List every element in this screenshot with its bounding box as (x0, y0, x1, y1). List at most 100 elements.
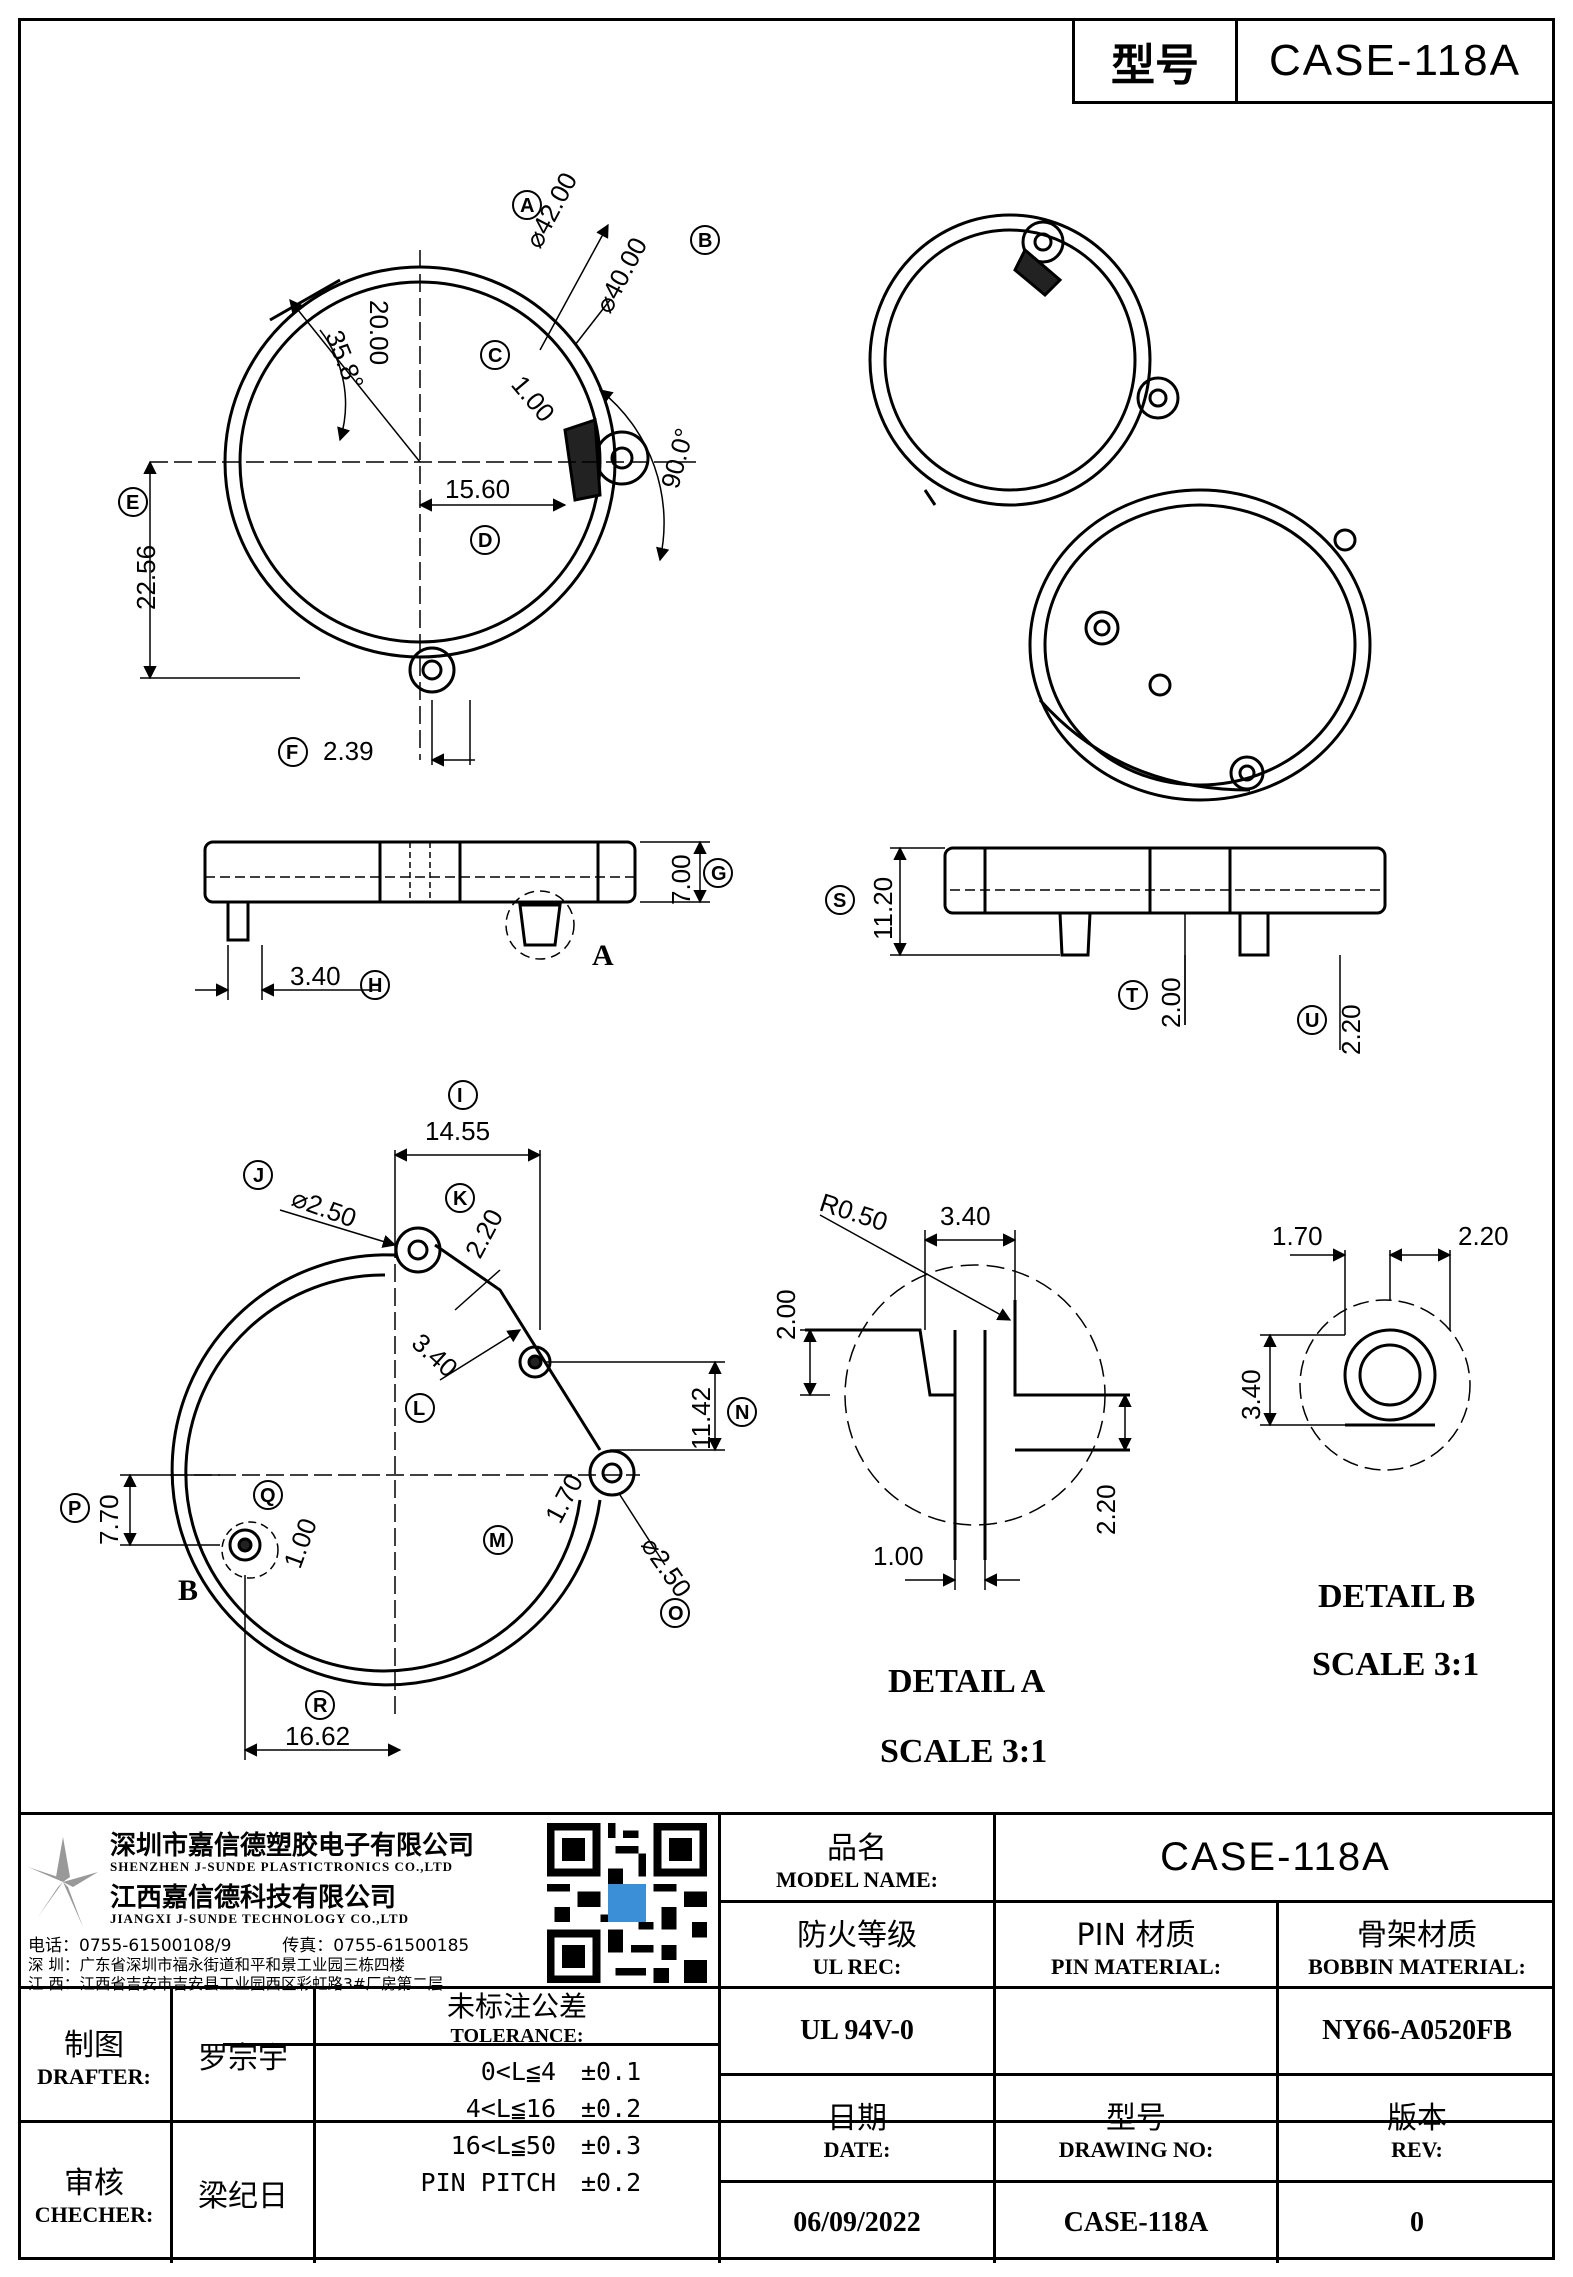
date-en: DATE: (823, 2137, 891, 2162)
dim-text: ⌀2.50 (288, 1182, 361, 1233)
tag: B (698, 230, 712, 252)
tb-line (313, 1986, 316, 2263)
dim-text: 7.70 (94, 1494, 124, 1545)
tag: E (126, 492, 139, 514)
detail-b-dims (1260, 1248, 1452, 1427)
dim-text: R0.50 (816, 1187, 891, 1237)
bottom-view-text: 14.55 ⌀2.50 2.20 3.40 11.42 7.70 1.00 1.… (94, 1116, 716, 1751)
tag: R (313, 1695, 328, 1717)
pin-label: PIN 材质 PIN MATERIAL: (996, 1903, 1276, 1986)
dim-text: 3.40 (940, 1201, 991, 1231)
side-view-right-dims (890, 846, 1341, 1050)
dim-text: 2.20 (459, 1204, 509, 1263)
company-en-2: JIANGXI J-SUNDE TECHNOLOGY CO.,LTD (110, 1911, 409, 1926)
tag: O (668, 1603, 684, 1625)
bobbin-label: 骨架材质 BOBBIN MATERIAL: (1279, 1903, 1555, 1986)
iso-view-1 (868, 213, 1180, 507)
dim-text: 2.20 (1091, 1484, 1121, 1535)
tol-range: 0<L≦4 (480, 2057, 556, 2086)
checker-en: CHECHER: (34, 2202, 154, 2227)
side-view-left (203, 840, 637, 960)
model-name-en: MODEL NAME: (776, 1866, 938, 1892)
dim-text: 1.70 (1272, 1221, 1323, 1251)
tolerance-en: TOLERANCE: (450, 2024, 584, 2047)
fax-label: 传真： (282, 1936, 334, 1956)
date-cn: 日期 (827, 2101, 887, 2136)
dim-text: 1.00 (873, 1541, 924, 1571)
dim-text: 2.00 (1156, 977, 1186, 1028)
dim-text: 3.40 (1236, 1369, 1266, 1420)
checker-value-cell: 梁纪日 (173, 2123, 313, 2263)
bottom-view-centerlines (170, 1240, 640, 1720)
detail-a (805, 1264, 1130, 1560)
tol-range: 4<L≦16 (465, 2094, 556, 2123)
dim-text: 22.56 (131, 545, 161, 610)
dim-text: 2.39 (323, 736, 374, 766)
tb-line (718, 1815, 721, 2263)
drawing-no-value: CASE-118A (1063, 2207, 1209, 2238)
detail-b (1299, 1299, 1471, 1471)
tag: U (1305, 1010, 1319, 1032)
address-jx: 江 西：江西省吉安市吉安县工业园西区彩虹路3#厂房第二层 (28, 1972, 443, 1994)
checker-label: 审核 CHECHER: (18, 2123, 170, 2263)
model-name-value-cell: CASE-118A (996, 1815, 1555, 1900)
dim-text: 20.00 (364, 300, 394, 365)
drafter-label: 制图 DRAFTER: (18, 1989, 170, 2120)
dim-text: 35.8° (319, 326, 370, 394)
rev-value-cell: 0 (1279, 2183, 1555, 2263)
tag: J (253, 1165, 264, 1187)
inner-step (269, 278, 341, 322)
tag: F (286, 742, 298, 764)
dim-text: 11.42 (686, 1387, 716, 1450)
side-view-right (943, 846, 1387, 957)
right-ear (594, 430, 650, 486)
tag: T (1126, 985, 1138, 1007)
dim-text: 2.20 (1458, 1221, 1509, 1251)
drawing-no-cn: 型号 (1106, 2101, 1166, 2136)
checker-cn: 审核 (64, 2166, 124, 2201)
detail-b-scale: SCALE 3:1 (1312, 1646, 1479, 1683)
drafter-value-cell: 罗宗宇 (173, 1989, 313, 2120)
tb-line (718, 2073, 1555, 2076)
qr-code-icon (547, 1823, 707, 1983)
model-name-cn: 品名 (827, 1830, 887, 1866)
tag: S (833, 890, 846, 912)
side-view-right-tags: S T U (825, 885, 1327, 1035)
detail-b-callout: B (178, 1574, 198, 1607)
tag: Q (260, 1485, 276, 1507)
date-label: 日期 DATE: (721, 2076, 993, 2180)
date-value-cell: 06/09/2022 (721, 2183, 993, 2263)
tag: P (68, 1498, 81, 1520)
tb-line (718, 1900, 1555, 1903)
model-tag: 型号 CASE-118A (1072, 18, 1555, 104)
iso-view-2 (1028, 488, 1372, 802)
bottom-view (170, 1226, 636, 1687)
model-tag-label: 型号 (1075, 21, 1238, 101)
dim-text: ⌀2.50 (635, 1531, 698, 1602)
phone-label: 电话： (28, 1936, 79, 1956)
pin-en: PIN MATERIAL: (1050, 1953, 1222, 1979)
dim-text: 15.60 (445, 474, 510, 504)
drafter-value: 罗宗宇 (198, 2040, 288, 2076)
tb-line (718, 2180, 1555, 2183)
rev-value: 0 (1410, 2207, 1424, 2238)
drawing-no-label: 型号 DRAWING NO: (996, 2076, 1276, 2180)
tag: K (453, 1188, 468, 1210)
rev-en: REV: (1391, 2137, 1443, 2162)
dim-text: 7.00 (666, 854, 696, 905)
company-logo (28, 1827, 98, 1937)
model-name-label: 品名 MODEL NAME: (721, 1815, 993, 1900)
dim-text: 90.0° (655, 425, 700, 492)
detail-a-title: DETAIL A (888, 1663, 1046, 1700)
addr-jx: 江西省吉安市吉安县工业园西区彩虹路3#厂房第二层 (79, 1975, 444, 1993)
address-sz: 深 圳：广东省深圳市福永街道和平和景工业园三栋四楼 (28, 1953, 405, 1975)
pin-cn: PIN 材质 (1076, 1917, 1196, 1953)
bottom-ear-hole (421, 659, 443, 681)
tb-line (18, 1986, 1555, 1989)
tol-range: PIN PITCH (420, 2168, 556, 2197)
dim-text: ⌀40.00 (589, 232, 653, 317)
tb-line (18, 2120, 1555, 2123)
tag: H (368, 975, 382, 997)
tag: I (457, 1085, 463, 1107)
tol-value: ±0.3 (581, 2131, 642, 2160)
